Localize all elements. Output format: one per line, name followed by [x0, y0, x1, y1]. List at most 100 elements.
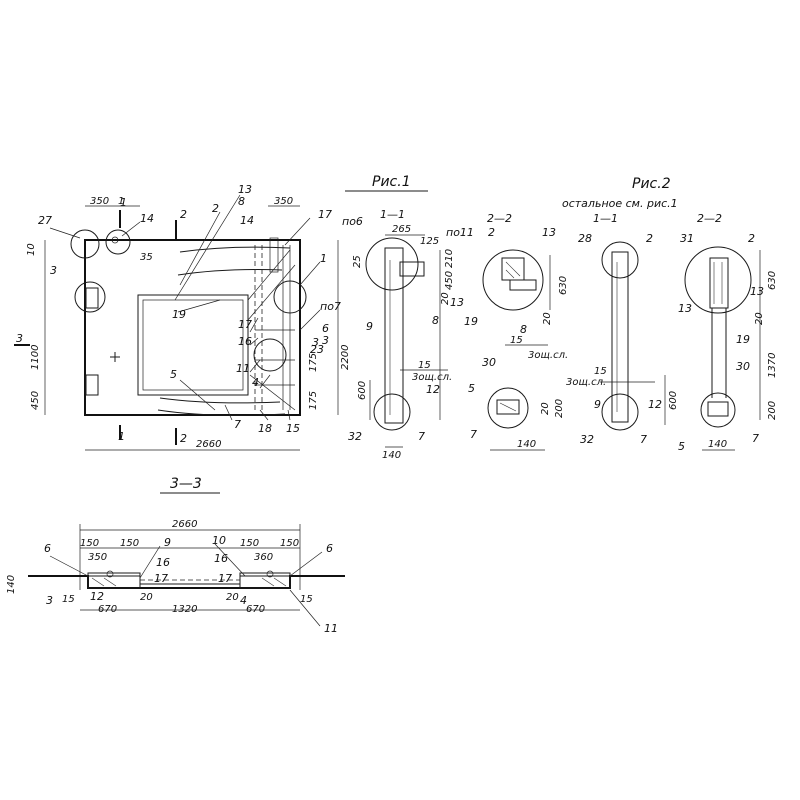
- dim-15: 15: [594, 366, 607, 377]
- dim-360: 360: [254, 552, 273, 563]
- leader-5: [179, 379, 216, 411]
- embedded-part-3: [85, 287, 99, 309]
- dim-1: 1: [118, 196, 124, 207]
- label-7: 7: [418, 430, 425, 443]
- leader-10: [214, 543, 246, 577]
- embedded-part-lower: [85, 374, 99, 396]
- leader-2: [179, 211, 221, 286]
- dim-25: 25: [352, 255, 363, 268]
- leader-19: [177, 299, 221, 313]
- leader-7: [224, 404, 233, 421]
- label-13b: 13: [750, 285, 764, 298]
- zoshch-label: 3ощ.сл.: [412, 372, 452, 383]
- label-po11: по11: [446, 226, 474, 239]
- dim-630: 630: [558, 276, 569, 295]
- label-4: 4: [252, 376, 259, 389]
- label-18: 18: [258, 422, 272, 435]
- dim-600: 600: [357, 381, 368, 400]
- dim-140: 140: [517, 439, 536, 450]
- dim-15: 15: [418, 360, 431, 371]
- detail-circle-6: [253, 338, 287, 372]
- label-14b: 14: [240, 214, 254, 227]
- section-3-3-title: 3—3: [170, 476, 202, 492]
- dim-1100: 1100: [30, 345, 41, 370]
- diag-rebar-3: [249, 374, 296, 411]
- label-5: 5: [678, 440, 685, 453]
- window-opening: [137, 294, 249, 396]
- label-17a: 17: [154, 572, 168, 585]
- label-17b: 17: [238, 318, 252, 331]
- section-2-2-title: 2—2: [487, 212, 512, 225]
- section-2-2-fig2-title: 2—2: [697, 212, 722, 225]
- right-rib: [239, 572, 291, 589]
- dim-20: 20: [440, 292, 451, 305]
- loop-left: [106, 570, 114, 578]
- label-9: 9: [594, 398, 601, 411]
- section-1-1-fig1: 265 125 210 450 20 25 600 140 15 3ощ.сл.…: [348, 224, 455, 461]
- dim-670a: 670: [98, 604, 117, 615]
- detail-circle-bottom: [700, 392, 736, 428]
- detail-circle-3: [74, 281, 106, 313]
- dim-20: 20: [540, 402, 551, 415]
- label-13b: 13: [450, 296, 464, 309]
- hatch-left-1: [91, 577, 105, 587]
- label-19: 19: [736, 333, 750, 346]
- column-head: [709, 257, 729, 309]
- label-8: 8: [432, 314, 439, 327]
- window-inner: [142, 299, 244, 391]
- dim-630: 630: [767, 271, 778, 290]
- dim-210: 210: [444, 249, 455, 268]
- dim-20b: 20: [226, 592, 239, 603]
- label-4: 4: [240, 594, 247, 607]
- label-27: 27: [38, 214, 52, 227]
- detail-circle-27: [70, 229, 100, 259]
- cut-3-right: 3: [312, 336, 319, 349]
- leader-14a: [121, 221, 141, 237]
- hatch: [499, 402, 517, 412]
- wall-section: [384, 247, 404, 424]
- label-7: 7: [470, 428, 477, 441]
- dim-150b: 150: [120, 538, 139, 549]
- label-po6: по6: [342, 215, 363, 228]
- leader-9: [139, 545, 161, 579]
- label-17b: 17: [218, 572, 232, 585]
- label-7: 7: [234, 418, 241, 431]
- dim-10: 10: [26, 243, 37, 256]
- hatch-1: [505, 261, 521, 277]
- left-rib: [87, 572, 141, 589]
- label-19: 19: [172, 308, 186, 321]
- label-12: 12: [648, 398, 662, 411]
- label-15: 15: [286, 422, 300, 435]
- leader-6b: [289, 551, 323, 577]
- label-13a: 13: [542, 226, 556, 239]
- leader-6a: [49, 555, 89, 577]
- label-9: 9: [164, 536, 171, 549]
- leader-17a: [284, 217, 311, 246]
- leader-po7: [299, 309, 321, 331]
- dim-1370: 1370: [767, 353, 778, 378]
- section-3-3: 2660 670 20 1320 20 670 15 15 150 350 15…: [6, 519, 345, 635]
- label-3sec: 3: [322, 334, 329, 347]
- label-32: 32: [348, 430, 362, 443]
- dim-450: 450: [30, 391, 41, 410]
- label-1: 1: [320, 252, 327, 265]
- label-13a: 13: [678, 302, 692, 315]
- label-7: 7: [752, 432, 759, 445]
- zoshch-label: 3ощ.сл.: [566, 377, 606, 388]
- detail-circle-bottom: [373, 393, 411, 431]
- diag-rebar-2: [247, 264, 296, 321]
- loop-center: [111, 236, 119, 244]
- section-top: [88, 575, 290, 585]
- label-3: 3: [46, 594, 53, 607]
- diag-rebar-1: [247, 249, 291, 301]
- leader-1: [299, 261, 321, 286]
- section-2-2-fig2: 630 20 1370 200 140 31 2 13 13 19 30 5 7: [678, 232, 778, 453]
- fig2-title: Рис.2: [632, 176, 671, 192]
- leader-16: [249, 337, 259, 346]
- dim-140: 140: [382, 450, 401, 461]
- cut-2-bottom: 2: [180, 432, 187, 445]
- zoshch-label: 3ощ.сл.: [528, 350, 568, 361]
- label-13: 13: [238, 183, 252, 196]
- section-outline: [28, 575, 345, 589]
- dim-125: 125: [420, 236, 439, 247]
